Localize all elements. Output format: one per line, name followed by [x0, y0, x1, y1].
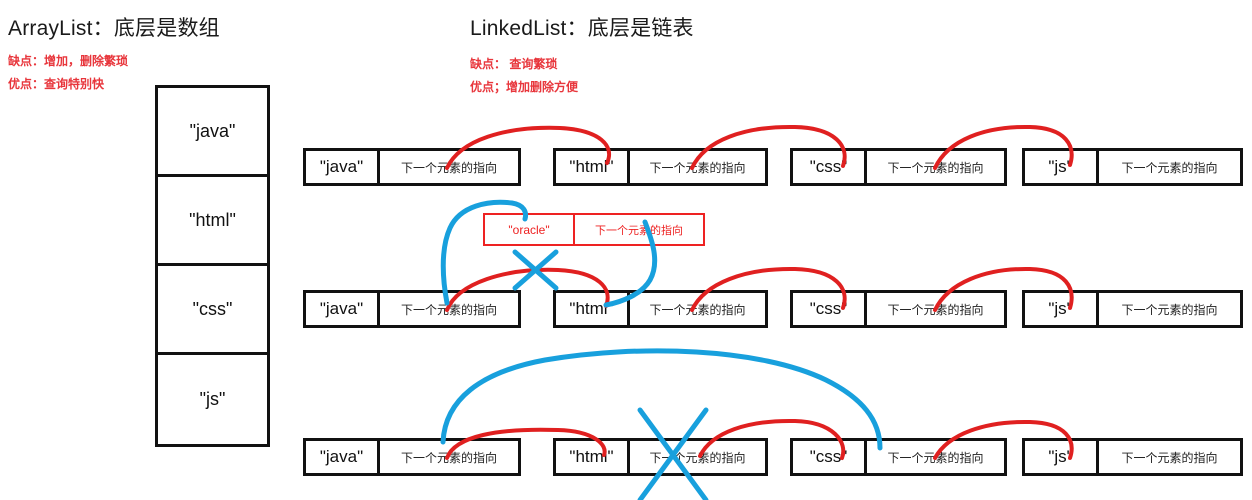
node-value: "java": [306, 293, 380, 325]
node-pointer: 下一个元素的指向: [400, 450, 497, 465]
node-pointer: 下一个元素的指向: [649, 302, 746, 317]
blue-skip-arrow-java-to-css: [440, 348, 883, 451]
linkedlist-advantage-note: 优点；增加删除方便: [470, 80, 579, 94]
arraylist-array-column: "java" "html" "css" "js": [155, 85, 270, 447]
node-value: "java": [306, 151, 380, 183]
array-cell: "js": [158, 355, 267, 444]
list-node: "css" 下一个元素的指向: [790, 148, 1007, 186]
node-pointer: 下一个元素的指向: [400, 160, 497, 175]
list-node: "css" 下一个元素的指向: [790, 290, 1007, 328]
node-pointer: 下一个元素的指向: [887, 450, 984, 465]
node-pointer: 下一个元素的指向: [1121, 160, 1218, 175]
node-value: "css": [793, 293, 867, 325]
node-value: "html": [556, 441, 630, 473]
node-value: "css": [793, 151, 867, 183]
node-value: "js": [1025, 441, 1099, 473]
array-cell: "java": [158, 88, 267, 177]
list-node: "html" 下一个元素的指向: [553, 148, 768, 186]
list-node: "js" 下一个元素的指向: [1022, 438, 1243, 476]
list-node: "java" 下一个元素的指向: [303, 148, 521, 186]
node-value: "html": [556, 293, 630, 325]
list-node: "js" 下一个元素的指向: [1022, 290, 1243, 328]
node-pointer: 下一个元素的指向: [887, 160, 984, 175]
node-pointer: 下一个元素的指向: [1121, 450, 1218, 465]
list-node: "html" 下一个元素的指向: [553, 438, 768, 476]
linkedlist-disadvantage-note: 缺点： 查询繁琐: [470, 57, 558, 71]
node-value: "js": [1025, 151, 1099, 183]
list-node: "js" 下一个元素的指向: [1022, 148, 1243, 186]
node-pointer: 下一个元素的指向: [649, 160, 746, 175]
node-value: "java": [306, 441, 380, 473]
node-value: "html": [556, 151, 630, 183]
array-cell: "css": [158, 266, 267, 355]
list-node: "java" 下一个元素的指向: [303, 290, 521, 328]
node-value: "js": [1025, 293, 1099, 325]
blue-cross-mark-row2-b: [512, 249, 559, 291]
linkedlist-heading: LinkedList：底层是链表: [470, 17, 694, 40]
arraylist-heading: ArrayList：底层是数组: [8, 17, 220, 40]
list-node: "css" 下一个元素的指向: [790, 438, 1007, 476]
node-pointer: 下一个元素的指向: [1121, 302, 1218, 317]
list-node: "html" 下一个元素的指向: [553, 290, 768, 328]
node-value: "css": [793, 441, 867, 473]
node-pointer: 下一个元素的指向: [887, 302, 984, 317]
blue-cross-mark-row2: [512, 249, 559, 291]
node-pointer: 下一个元素的指向: [649, 450, 746, 465]
node-pointer: 下一个元素的指向: [400, 302, 497, 317]
node-value: "oracle": [485, 215, 575, 244]
arraylist-advantage-note: 优点：查询特别快: [8, 77, 105, 91]
arraylist-disadvantage-note: 缺点：增加，删除繁琐: [8, 54, 129, 68]
list-node: "java" 下一个元素的指向: [303, 438, 521, 476]
node-pointer: 下一个元素的指向: [595, 224, 683, 237]
array-cell: "html": [158, 177, 267, 266]
inserted-node-oracle: "oracle" 下一个元素的指向: [483, 213, 705, 246]
